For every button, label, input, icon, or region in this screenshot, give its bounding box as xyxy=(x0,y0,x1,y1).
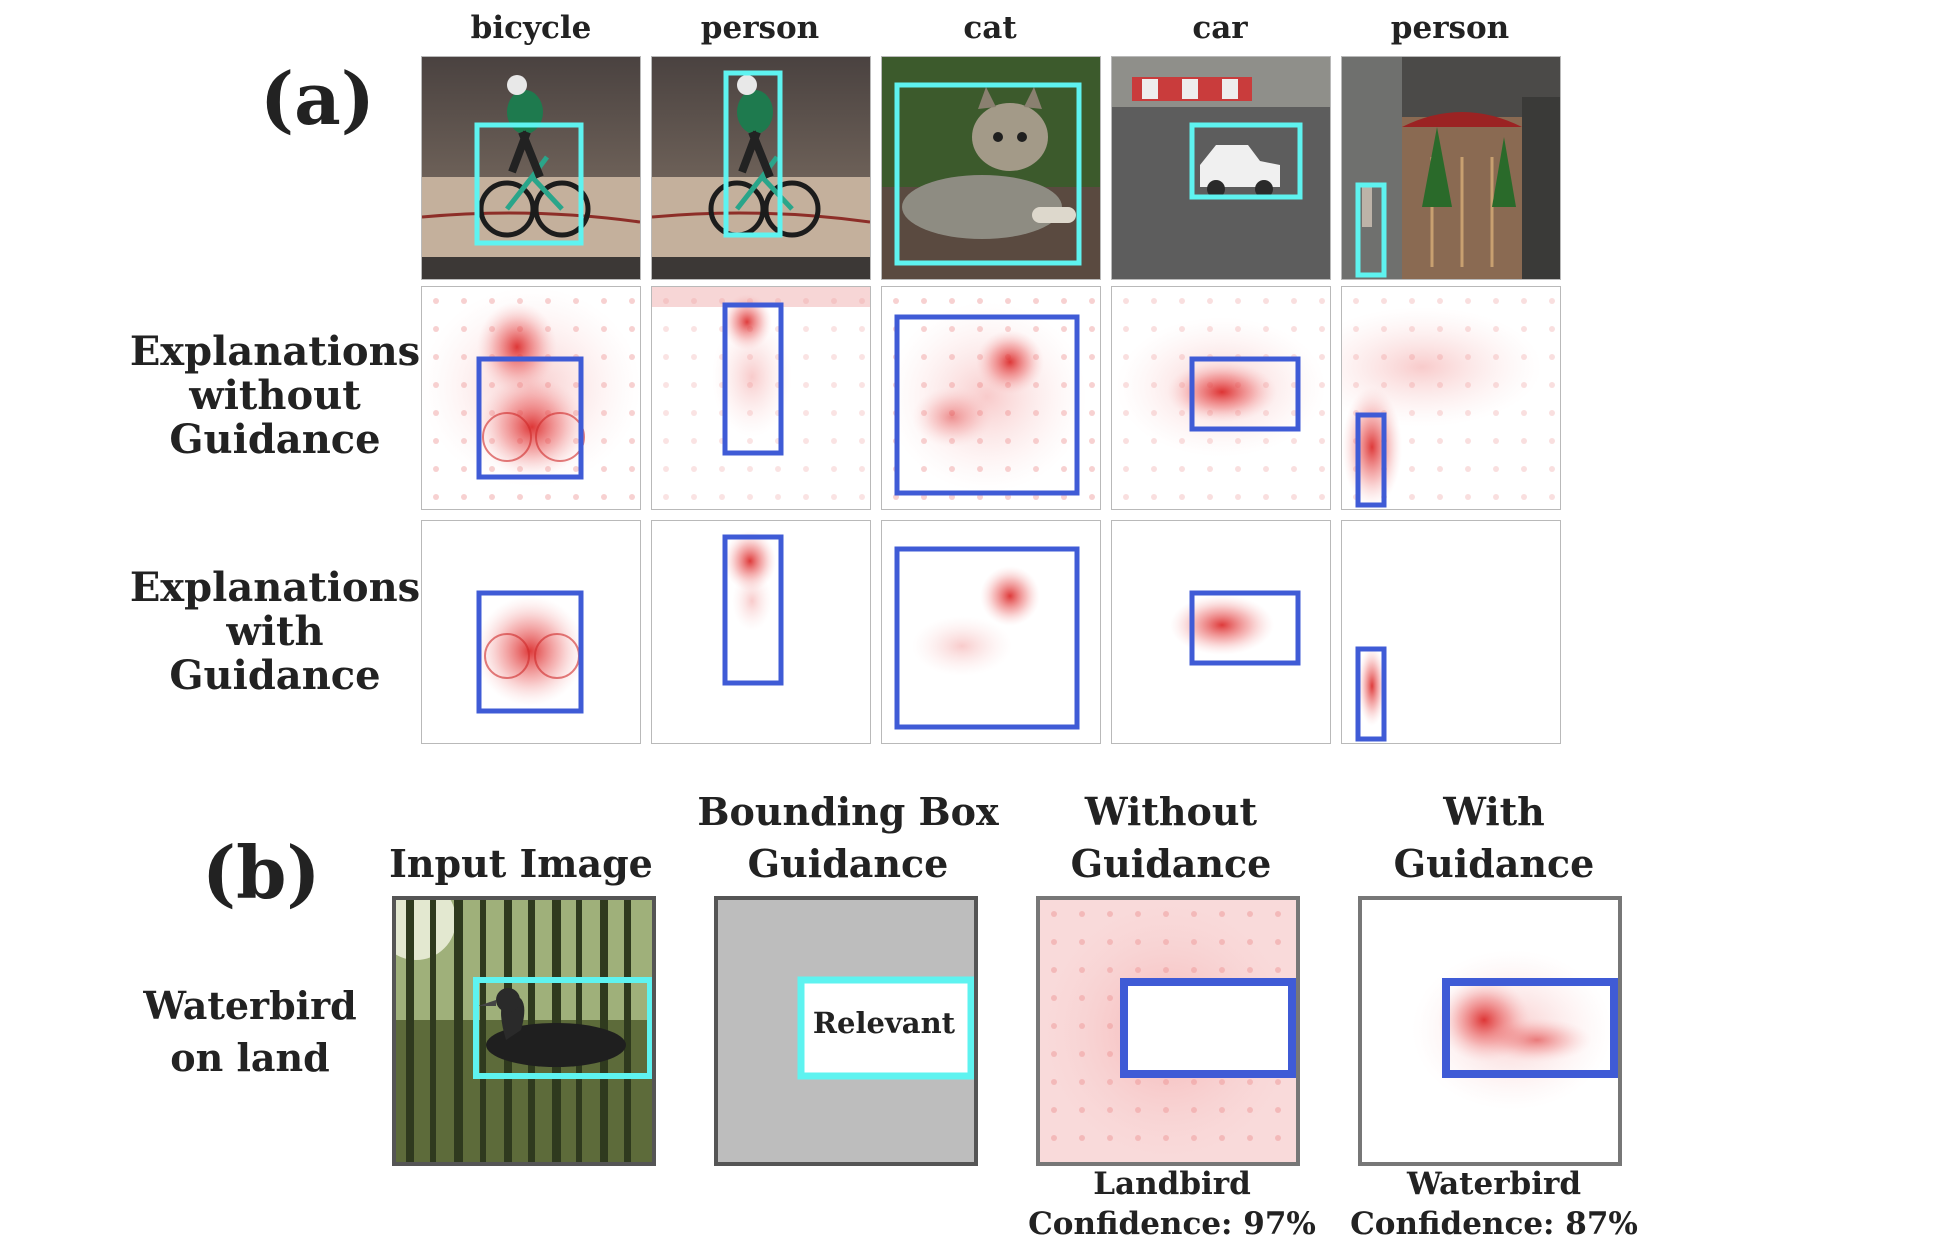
row-label-line: Waterbird xyxy=(143,983,357,1028)
row-label-line: Guidance xyxy=(169,416,381,463)
ground-truth-box xyxy=(1189,122,1303,200)
header-line: Without xyxy=(1084,789,1258,834)
heatmap xyxy=(1112,287,1330,509)
predicted-box xyxy=(1442,978,1618,1078)
header-bounding-box-guidance: Bounding Box Guidance xyxy=(688,786,1008,890)
header-line: Input Image xyxy=(389,841,653,886)
predicted-box xyxy=(1120,978,1296,1078)
caption-prediction: Landbird xyxy=(1093,1166,1251,1202)
heatmap xyxy=(1342,521,1560,743)
photo-person xyxy=(651,56,871,280)
explanation-with-guidance-person-street xyxy=(1341,520,1561,744)
panel-b-tag: (b) xyxy=(202,830,321,915)
predicted-box xyxy=(722,302,784,456)
ground-truth-box xyxy=(894,82,1082,266)
row-label-line: without xyxy=(189,372,361,419)
heatmap-without-guidance xyxy=(1036,896,1300,1166)
street-photo xyxy=(1342,57,1560,279)
column-label-1: bicycle xyxy=(470,10,592,46)
header-with-guidance: With Guidance xyxy=(1334,786,1654,890)
input-image xyxy=(392,896,656,1166)
column-label-2: person xyxy=(700,10,820,46)
heatmap xyxy=(652,521,870,743)
column-label-4: car xyxy=(1192,10,1248,46)
row-label-line: Guidance xyxy=(169,652,381,699)
row-label-waterbird-on-land: Waterbird on land xyxy=(110,980,390,1084)
relevant-region xyxy=(797,976,974,1080)
predicted-box xyxy=(1355,412,1387,508)
photo-cat xyxy=(881,56,1101,280)
cyclist-photo xyxy=(652,57,870,279)
heatmap-with-guidance xyxy=(1358,896,1622,1166)
heatmap xyxy=(1112,521,1330,743)
predicted-box xyxy=(894,314,1080,496)
cat-photo xyxy=(882,57,1100,279)
relevant-label: Relevant xyxy=(812,1006,956,1040)
column-label-3: cat xyxy=(963,10,1017,46)
predicted-box xyxy=(1189,356,1301,432)
heatmap xyxy=(422,521,640,743)
header-line: Bounding Box xyxy=(697,789,999,834)
ground-truth-box xyxy=(473,977,652,1079)
explanation-with-guidance-car xyxy=(1111,520,1331,744)
caption-confidence: Confidence: 87% xyxy=(1350,1206,1638,1242)
caption-prediction: Waterbird xyxy=(1406,1166,1582,1202)
column-label-5: person xyxy=(1390,10,1510,46)
caption-with-guidance: Waterbird Confidence: 87% xyxy=(1334,1164,1654,1244)
explanation-with-guidance-person xyxy=(651,520,871,744)
caption-confidence: Confidence: 97% xyxy=(1028,1206,1316,1242)
explanation-with-guidance-cat xyxy=(881,520,1101,744)
row-label-line: Explanations xyxy=(129,564,421,611)
photo-car xyxy=(1111,56,1331,280)
row-label-line: Explanations xyxy=(129,328,421,375)
predicted-box xyxy=(1189,590,1301,666)
ground-truth-box xyxy=(1355,182,1387,278)
bounding-box-guidance-mask xyxy=(714,896,978,1166)
heatmap xyxy=(1362,900,1618,1162)
header-line: With xyxy=(1443,789,1545,834)
explanation-without-guidance-person xyxy=(651,286,871,510)
cyclist-photo xyxy=(422,57,640,279)
explanation-with-guidance-bicycle xyxy=(421,520,641,744)
photo-person-street xyxy=(1341,56,1561,280)
caption-without-guidance: Landbird Confidence: 97% xyxy=(1012,1164,1332,1244)
row-label-line: on land xyxy=(170,1035,330,1080)
header-without-guidance: Without Guidance xyxy=(1011,786,1331,890)
ground-truth-box xyxy=(474,122,584,246)
header-line: Guidance xyxy=(1393,841,1595,886)
row-label-with-guidance: Explanations with Guidance xyxy=(125,566,425,698)
predicted-box xyxy=(722,534,784,686)
predicted-box xyxy=(476,356,584,480)
explanation-without-guidance-bicycle xyxy=(421,286,641,510)
heatmap xyxy=(882,521,1100,743)
explanation-without-guidance-cat xyxy=(881,286,1101,510)
heatmap xyxy=(1342,287,1560,509)
bird-in-forest-photo xyxy=(396,900,652,1162)
predicted-box xyxy=(894,546,1080,730)
photo-bicycle xyxy=(421,56,641,280)
explanation-without-guidance-person-street xyxy=(1341,286,1561,510)
header-line: Guidance xyxy=(747,841,949,886)
heatmap xyxy=(652,287,870,509)
heatmap xyxy=(1040,900,1296,1162)
panel-a-tag: (a) xyxy=(260,56,375,141)
car-photo xyxy=(1112,57,1330,279)
predicted-box xyxy=(1355,646,1387,742)
heatmap xyxy=(882,287,1100,509)
row-label-line: with xyxy=(226,608,324,655)
ground-truth-box xyxy=(723,70,783,238)
row-label-without-guidance: Explanations without Guidance xyxy=(125,330,425,462)
header-line: Guidance xyxy=(1070,841,1272,886)
guidance-mask xyxy=(718,900,974,1162)
header-input-image: Input Image xyxy=(361,838,681,890)
explanation-without-guidance-car xyxy=(1111,286,1331,510)
heatmap xyxy=(422,287,640,509)
predicted-box xyxy=(476,590,584,714)
